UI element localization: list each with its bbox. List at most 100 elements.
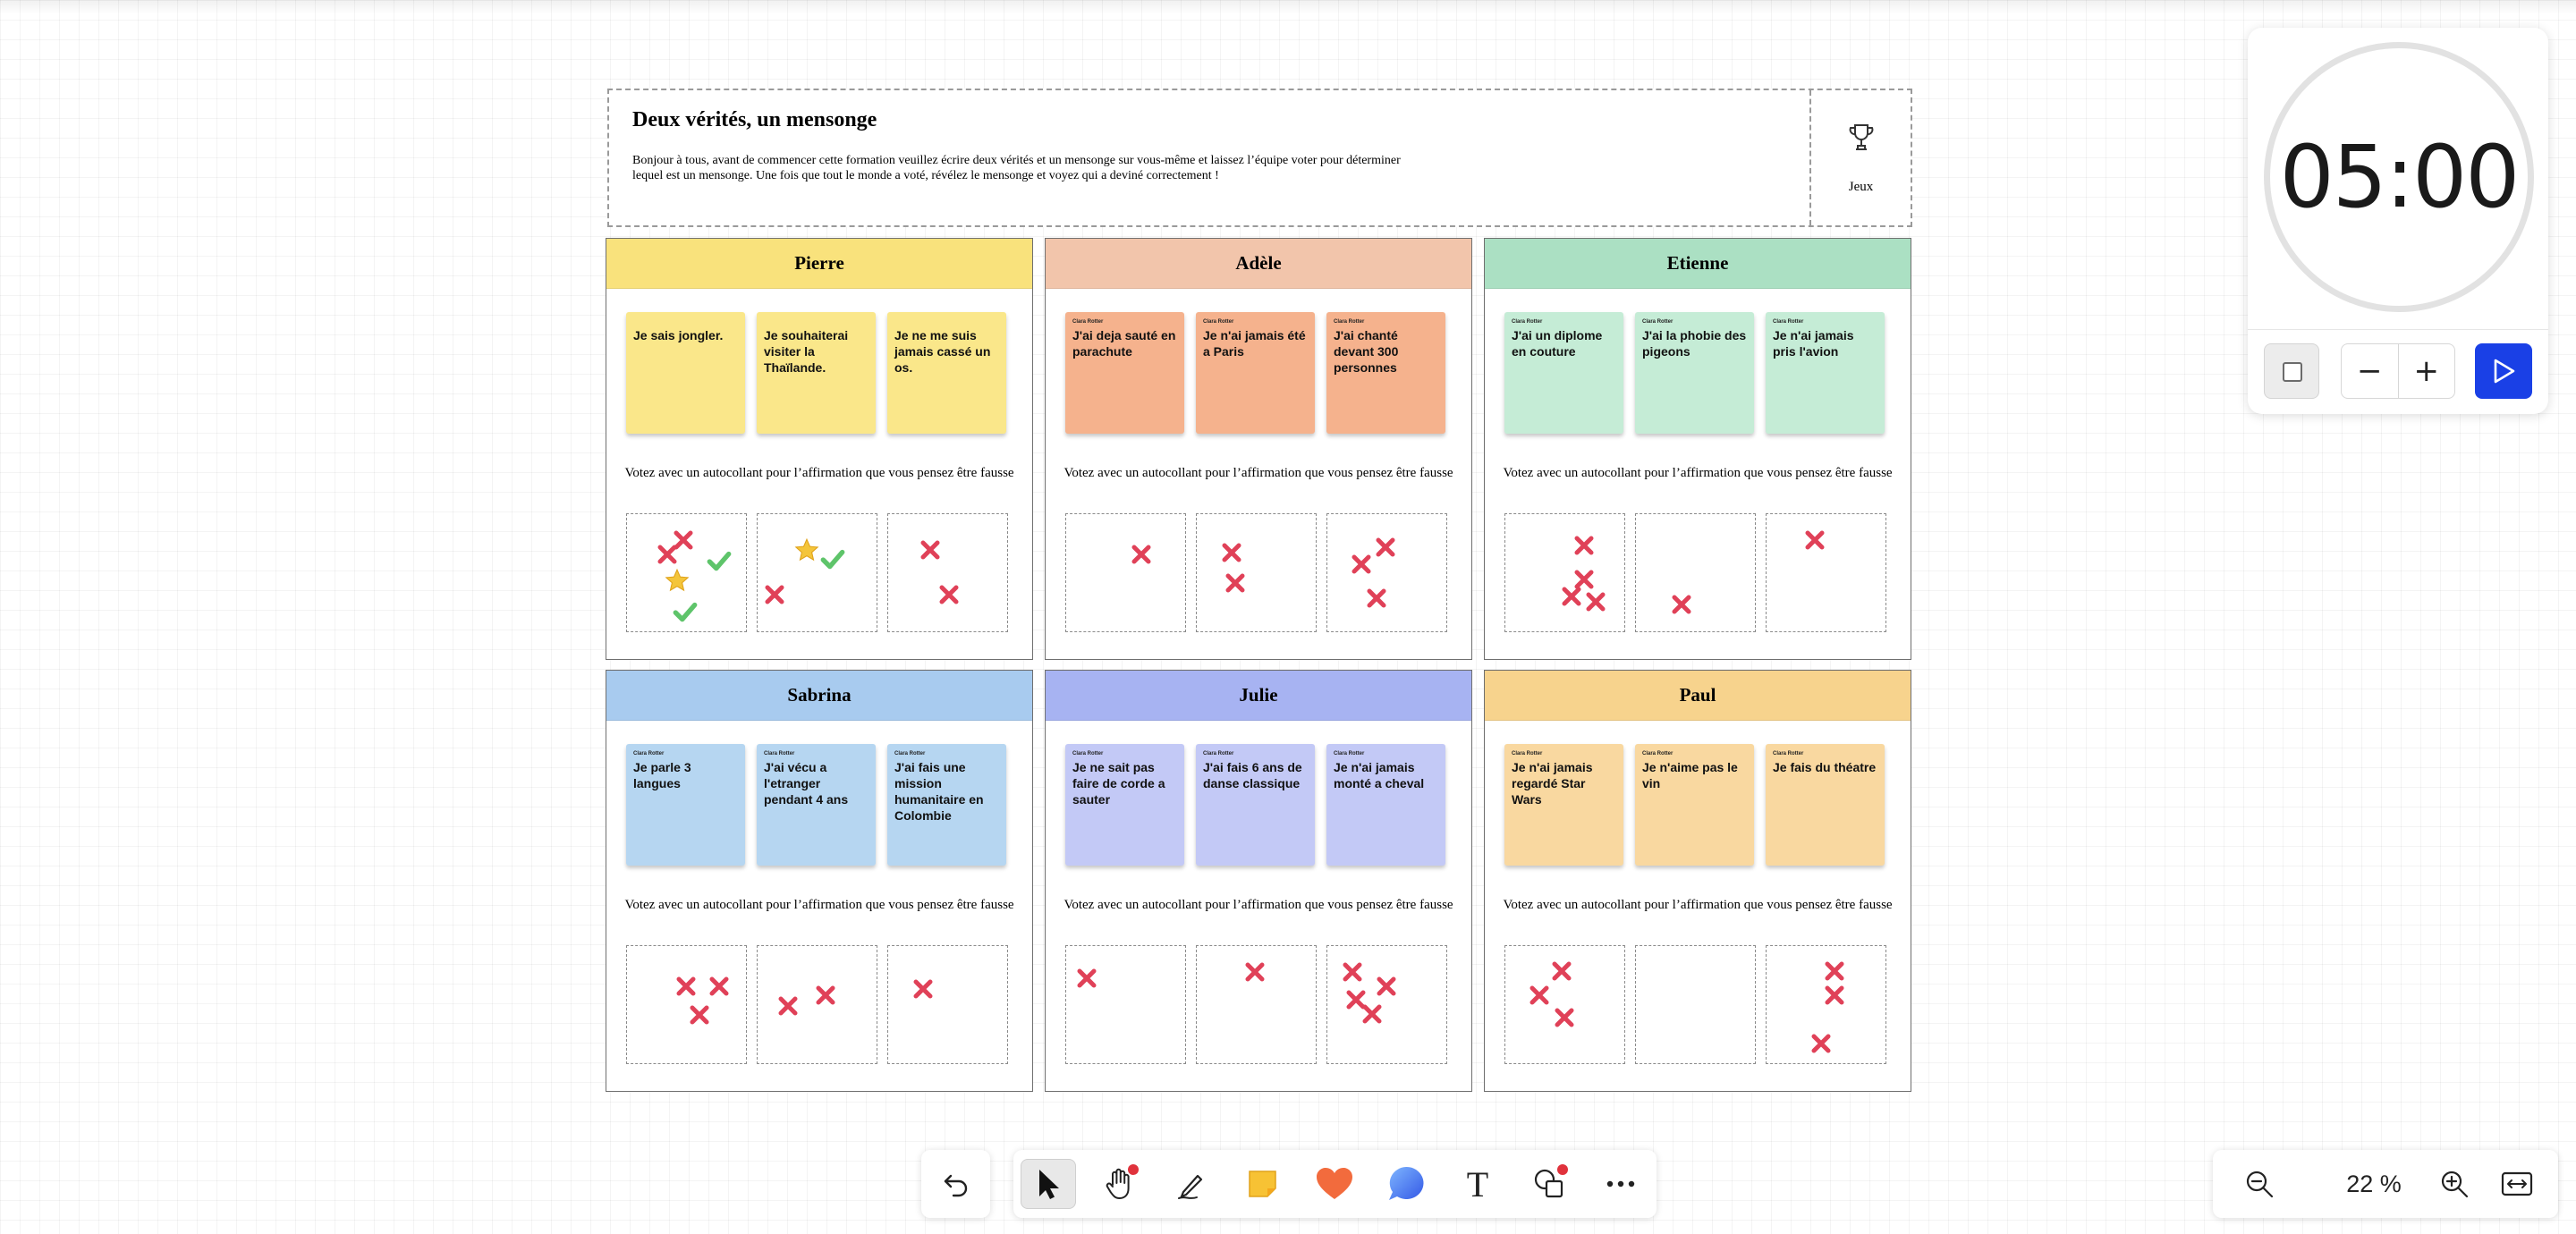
statement-sticky[interactable]: Je ne me suis jamais cassé un os. bbox=[887, 312, 1006, 434]
vote-drop-zone[interactable] bbox=[757, 513, 877, 632]
cross-sticker-icon[interactable] bbox=[911, 977, 935, 1001]
cross-sticker-icon[interactable] bbox=[1360, 1002, 1384, 1026]
cross-sticker-icon[interactable] bbox=[1344, 988, 1368, 1011]
cross-sticker-icon[interactable] bbox=[1224, 571, 1247, 595]
comment-tool[interactable] bbox=[1378, 1159, 1434, 1209]
vote-drop-zone[interactable] bbox=[626, 513, 747, 632]
cross-sticker-icon[interactable] bbox=[1375, 975, 1398, 998]
statement-sticky[interactable]: Je sais jongler. bbox=[626, 312, 745, 434]
check-sticker-icon[interactable] bbox=[819, 546, 845, 570]
timer-decrease-button[interactable]: − bbox=[2357, 353, 2383, 389]
vote-drop-zone[interactable] bbox=[887, 945, 1008, 1064]
zoom-level[interactable]: 22 % bbox=[2346, 1170, 2402, 1197]
vote-drop-zone[interactable] bbox=[1065, 513, 1186, 632]
cross-sticker-icon[interactable] bbox=[1572, 568, 1596, 591]
cross-sticker-icon[interactable] bbox=[672, 528, 695, 552]
cross-sticker-icon[interactable] bbox=[763, 583, 786, 606]
cross-sticker-icon[interactable] bbox=[1365, 587, 1388, 610]
shapes-tool[interactable] bbox=[1521, 1159, 1577, 1209]
vote-drop-zone[interactable] bbox=[626, 945, 747, 1064]
cross-sticker-icon[interactable] bbox=[1823, 959, 1846, 983]
vote-drop-zone[interactable] bbox=[887, 513, 1008, 632]
vote-drop-zone[interactable] bbox=[757, 945, 877, 1064]
vote-drop-zone[interactable] bbox=[1504, 513, 1625, 632]
cross-sticker-icon[interactable] bbox=[1553, 1006, 1576, 1029]
pan-tool[interactable] bbox=[1092, 1159, 1148, 1209]
cross-sticker-icon[interactable] bbox=[1243, 960, 1267, 984]
vote-drop-zone[interactable] bbox=[1766, 945, 1886, 1064]
cross-sticker-icon[interactable] bbox=[1572, 534, 1596, 557]
cross-sticker-icon[interactable] bbox=[1130, 543, 1153, 566]
timer-display[interactable]: 05:00 bbox=[2279, 127, 2521, 227]
cross-sticker-icon[interactable] bbox=[1584, 590, 1607, 613]
vote-drop-zone[interactable] bbox=[1326, 513, 1447, 632]
cross-sticker-icon[interactable] bbox=[1809, 1032, 1833, 1055]
star-sticker-icon[interactable] bbox=[665, 568, 690, 592]
pen-tool[interactable] bbox=[1164, 1159, 1219, 1209]
cross-sticker-icon[interactable] bbox=[688, 1003, 711, 1027]
cross-sticker-icon[interactable] bbox=[1220, 541, 1243, 564]
vote-drop-zone[interactable] bbox=[1635, 945, 1756, 1064]
check-sticker-icon[interactable] bbox=[706, 548, 732, 571]
vote-drop-zone[interactable] bbox=[1635, 513, 1756, 632]
vote-drop-zone[interactable] bbox=[1326, 945, 1447, 1064]
timer-play-button[interactable] bbox=[2475, 343, 2532, 399]
reaction-tool[interactable] bbox=[1307, 1159, 1362, 1209]
cross-sticker-icon[interactable] bbox=[1550, 959, 1573, 983]
text-tool[interactable]: T bbox=[1450, 1159, 1505, 1209]
cross-sticker-icon[interactable] bbox=[776, 994, 800, 1018]
cross-sticker-icon[interactable] bbox=[1341, 960, 1364, 984]
statement-sticky[interactable]: Je souhaiterai visiter la Thaïlande. bbox=[757, 312, 876, 434]
timer-stop-button[interactable] bbox=[2264, 343, 2319, 399]
header-frame[interactable]: Deux vérités, un mensonge Bonjour à tous… bbox=[607, 89, 1912, 227]
cross-sticker-icon[interactable] bbox=[656, 543, 679, 566]
cross-sticker-icon[interactable] bbox=[1560, 585, 1583, 608]
undo-button[interactable] bbox=[921, 1150, 990, 1218]
cross-sticker-icon[interactable] bbox=[937, 583, 961, 606]
vote-drop-zone[interactable] bbox=[1196, 945, 1317, 1064]
cross-sticker-icon[interactable] bbox=[708, 975, 731, 998]
vote-drop-zone[interactable] bbox=[1196, 513, 1317, 632]
zoom-in-button[interactable] bbox=[2428, 1159, 2481, 1209]
zoom-out-button[interactable] bbox=[2233, 1159, 2286, 1209]
more-tool[interactable] bbox=[1593, 1159, 1648, 1209]
vote-drop-zone[interactable] bbox=[1065, 945, 1186, 1064]
cross-sticker-icon[interactable] bbox=[1374, 536, 1397, 559]
fit-screen-button[interactable] bbox=[2490, 1159, 2544, 1209]
cross-sticker-icon[interactable] bbox=[1350, 553, 1373, 576]
cross-sticker-icon[interactable] bbox=[919, 538, 942, 562]
vote-drop-zone[interactable] bbox=[1504, 945, 1625, 1064]
select-tool[interactable] bbox=[1021, 1159, 1076, 1209]
cross-sticker-icon[interactable] bbox=[1823, 984, 1846, 1007]
cross-sticker-icon[interactable] bbox=[1075, 967, 1098, 990]
cross-sticker-icon[interactable] bbox=[1803, 528, 1826, 552]
check-sticker-icon[interactable] bbox=[672, 599, 698, 622]
cross-sticker-icon[interactable] bbox=[1670, 593, 1693, 616]
star-sticker-icon[interactable] bbox=[794, 537, 819, 561]
cross-sticker-icon[interactable] bbox=[814, 984, 837, 1007]
timer-increase-button[interactable]: + bbox=[2397, 344, 2455, 398]
cross-sticker-icon[interactable] bbox=[1528, 984, 1551, 1007]
sticky-note-tool[interactable] bbox=[1235, 1159, 1291, 1209]
